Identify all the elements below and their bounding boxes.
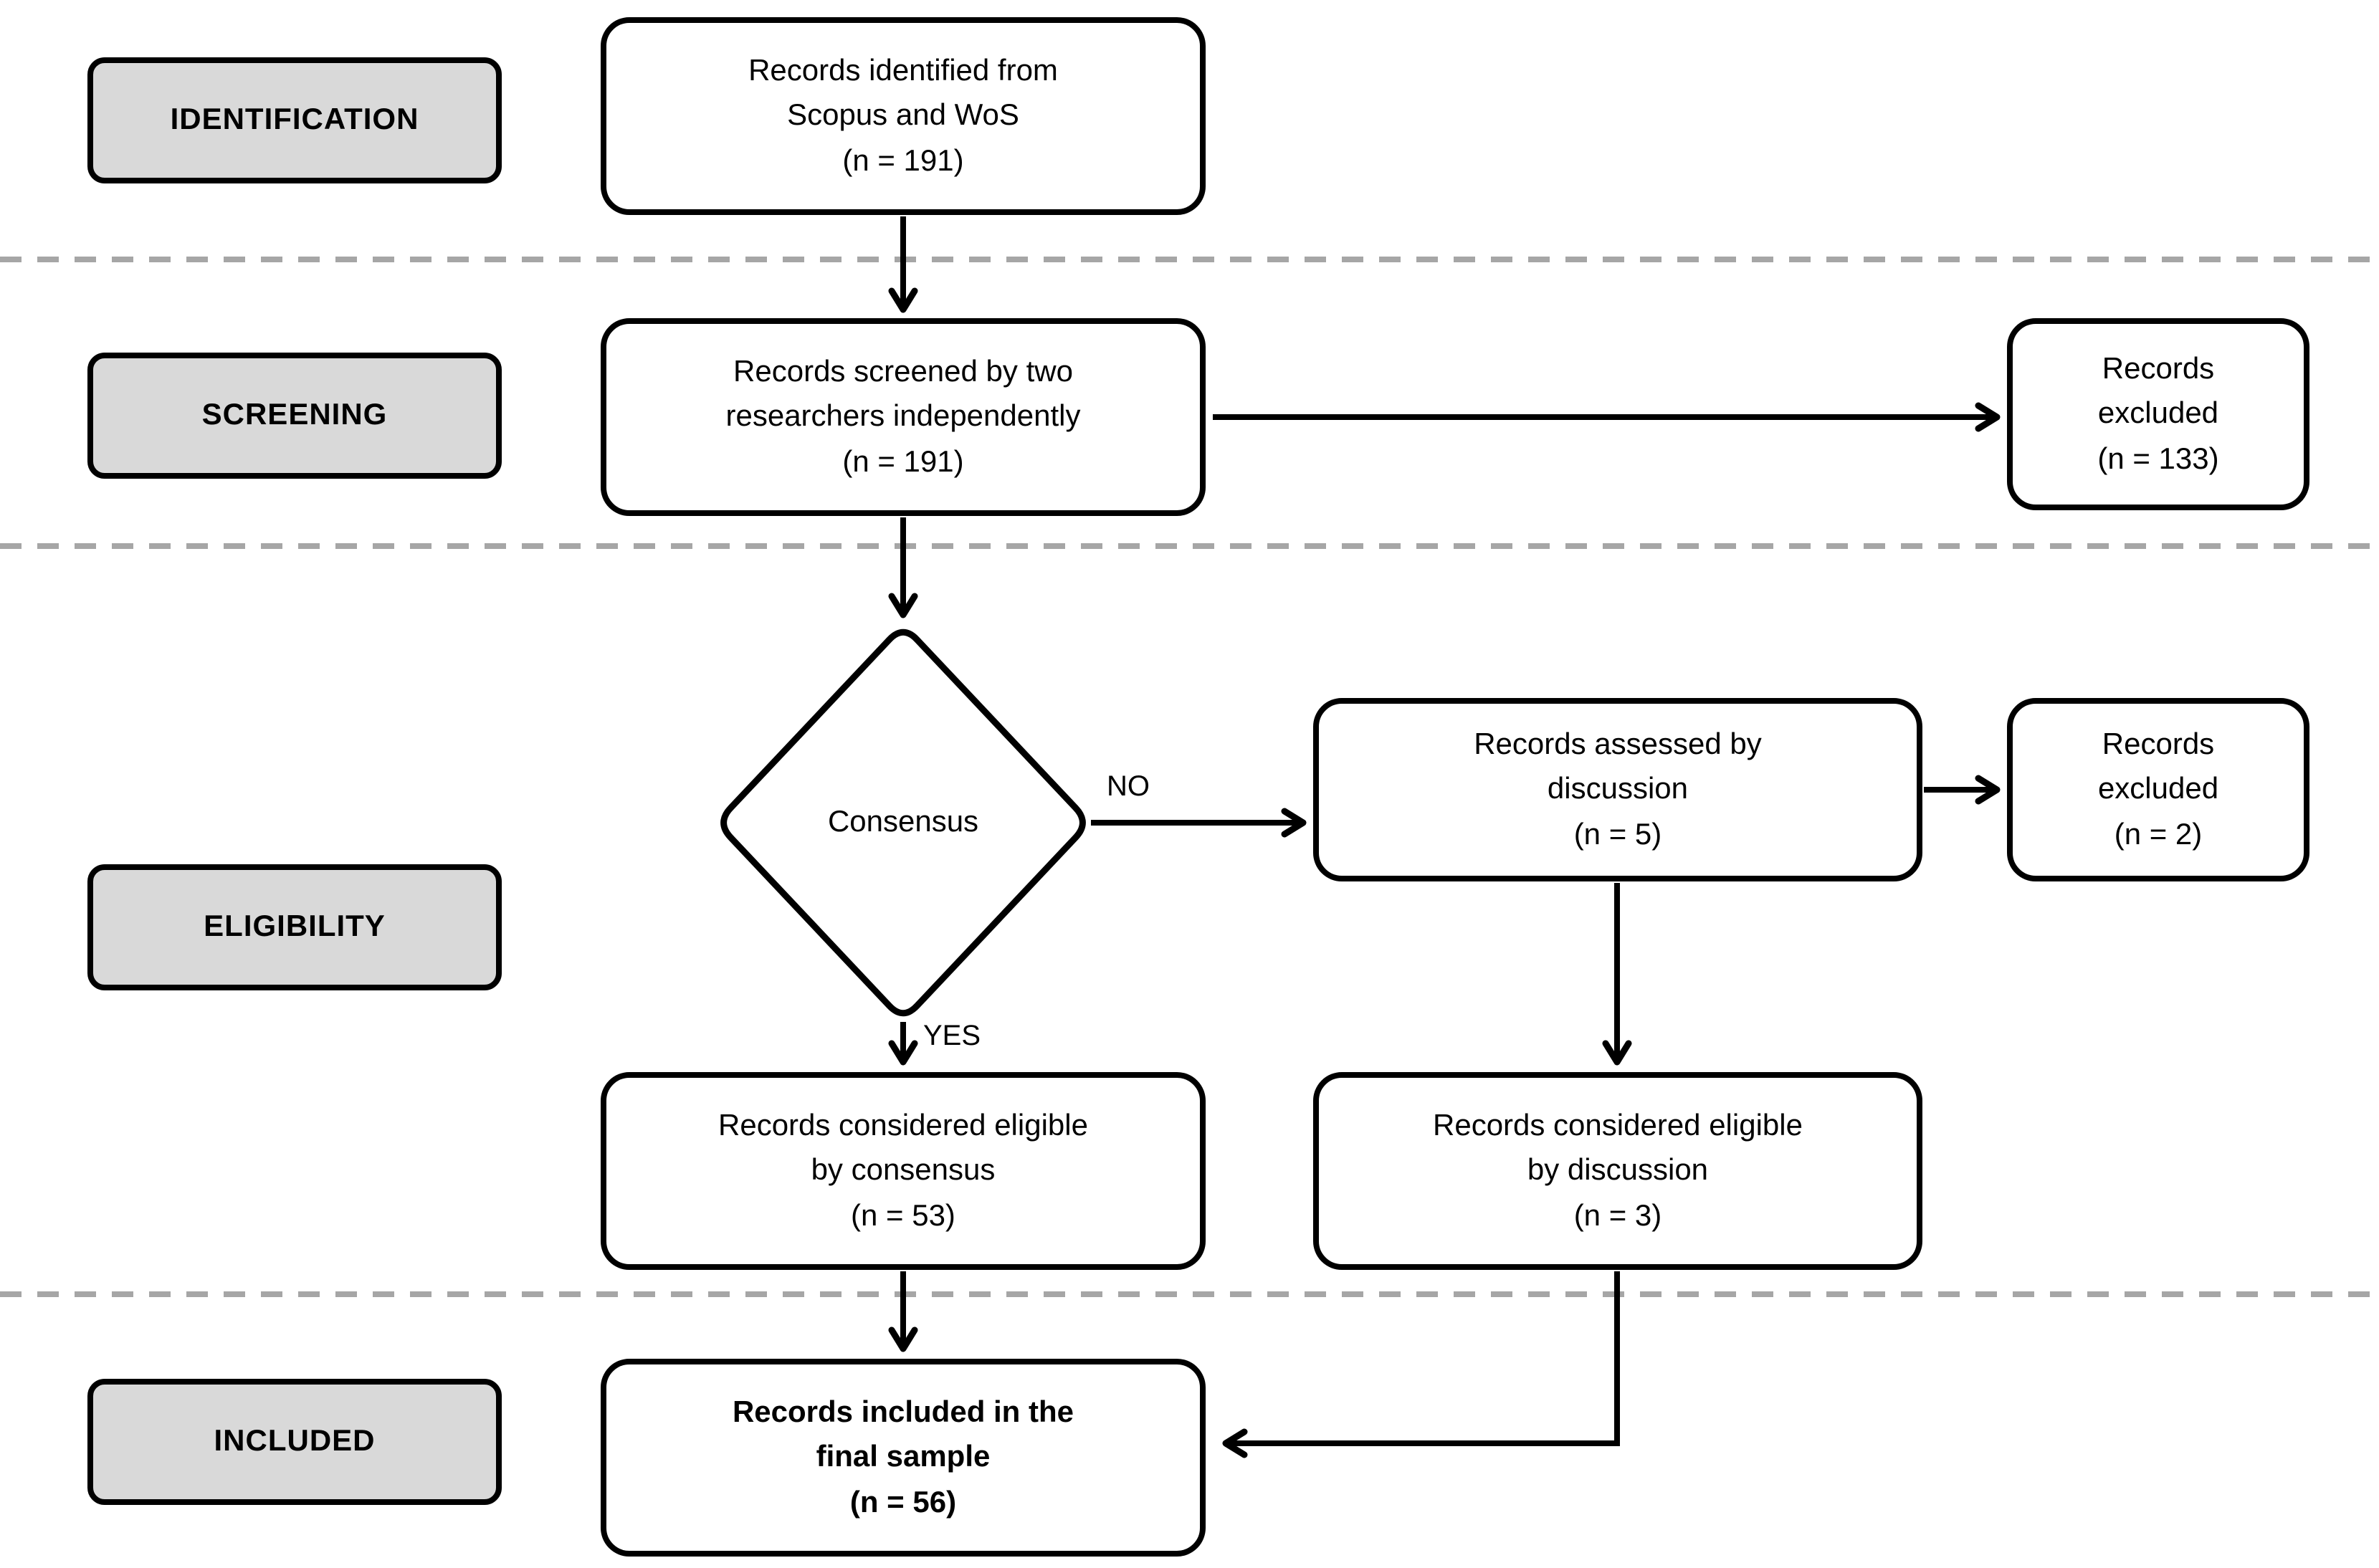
no-branch-label: NO — [1107, 771, 1150, 803]
flow-box-records-excluded-screening: Records excluded (n = 133) — [2007, 318, 2309, 510]
consensus-label: Consensus — [827, 805, 979, 838]
stage-label-included: INCLUDED — [87, 1379, 502, 1505]
flow-box-records-identified: Records identified from Scopus and WoS (… — [601, 17, 1206, 215]
stage-label-eligibility: ELIGIBILITY — [87, 864, 502, 990]
flow-box-records-screened: Records screened by two researchers inde… — [601, 318, 1206, 516]
flow-box-eligible-by-consensus: Records considered eligible by consensus… — [601, 1072, 1206, 1270]
flow-box-records-assessed-discussion: Records assessed by discussion (n = 5) — [1313, 698, 1922, 881]
yes-branch-label: YES — [923, 1020, 981, 1052]
arrow-eligible-discussion-to-final — [1222, 1271, 1620, 1458]
stage-label-screening: SCREENING — [87, 353, 502, 479]
consensus-diamond — [720, 628, 1086, 1017]
flow-box-eligible-by-discussion: Records considered eligible by discussio… — [1313, 1072, 1922, 1270]
stage-label-identification: IDENTIFICATION — [87, 57, 502, 183]
flow-box-records-excluded-discussion: Records excluded (n = 2) — [2007, 698, 2309, 881]
flow-box-final-sample: Records included in the final sample (n … — [601, 1359, 1206, 1557]
